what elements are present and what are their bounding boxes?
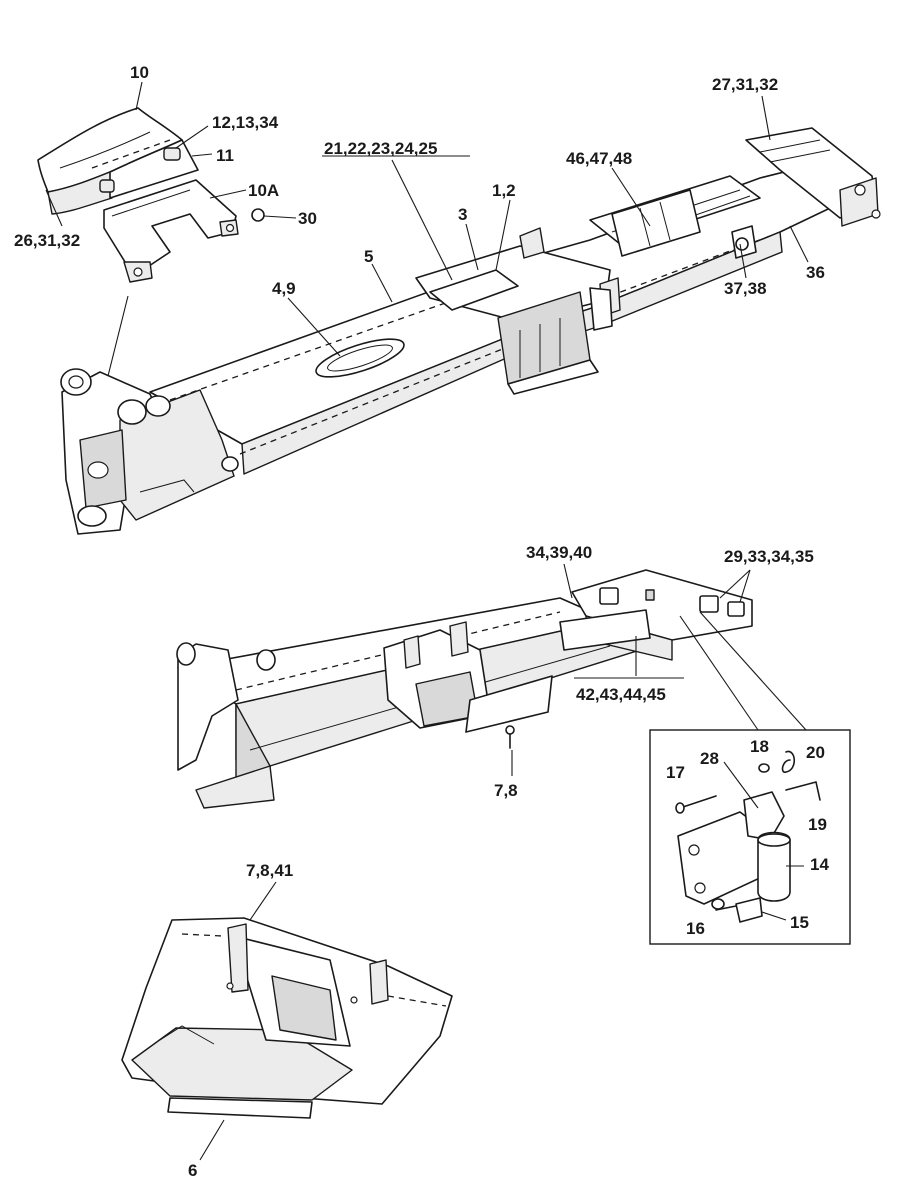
- plate-part-10A: [103, 179, 265, 283]
- callout-3: 3: [458, 205, 467, 224]
- callout-11: 11: [216, 146, 234, 165]
- callout-6: 6: [188, 1161, 197, 1180]
- callout-10A: 10A: [248, 181, 279, 200]
- callout-20: 20: [806, 743, 825, 762]
- lower-frame-part-6: [121, 917, 453, 1119]
- leader-lines: [45, 81, 809, 1161]
- callout-36: 36: [806, 263, 825, 282]
- callout-19: 19: [808, 815, 827, 834]
- callout-15: 15: [790, 913, 809, 932]
- callout-18: 18: [750, 737, 769, 756]
- callout-7-8: 7,8: [494, 781, 518, 800]
- callout-14: 14: [810, 855, 829, 874]
- callout-37-38: 37,38: [724, 279, 767, 298]
- callout-5: 5: [364, 247, 373, 266]
- callout-1-2: 1,2: [492, 181, 516, 200]
- main-frame-top: [60, 127, 881, 535]
- callout-30: 30: [298, 209, 317, 228]
- main-frame-middle: [176, 569, 753, 809]
- callout-34-39-40: 34,39,40: [526, 543, 592, 562]
- detail-box: [649, 611, 851, 945]
- callout-10: 10: [130, 63, 149, 82]
- cover-plate-part-10: [37, 107, 199, 215]
- callout-46-47-48: 46,47,48: [566, 149, 632, 168]
- callout-27-31-32: 27,31,32: [712, 75, 778, 94]
- callout-26-31-32: 26,31,32: [14, 231, 80, 250]
- callout-labels: 10 12,13,34 11 10A 30 26,31,32 21,22,23,…: [14, 63, 829, 1180]
- callout-12-13-34: 12,13,34: [212, 113, 279, 132]
- callout-28: 28: [700, 749, 719, 768]
- callout-7-8-41: 7,8,41: [246, 861, 293, 880]
- callout-16: 16: [686, 919, 705, 938]
- callout-4-9: 4,9: [272, 279, 296, 298]
- callout-42-43-44-45: 42,43,44,45: [576, 685, 666, 704]
- callout-21-22-23-24-25: 21,22,23,24,25: [324, 139, 437, 158]
- callout-29-33-34-35: 29,33,34,35: [724, 547, 814, 566]
- callout-17: 17: [666, 763, 685, 782]
